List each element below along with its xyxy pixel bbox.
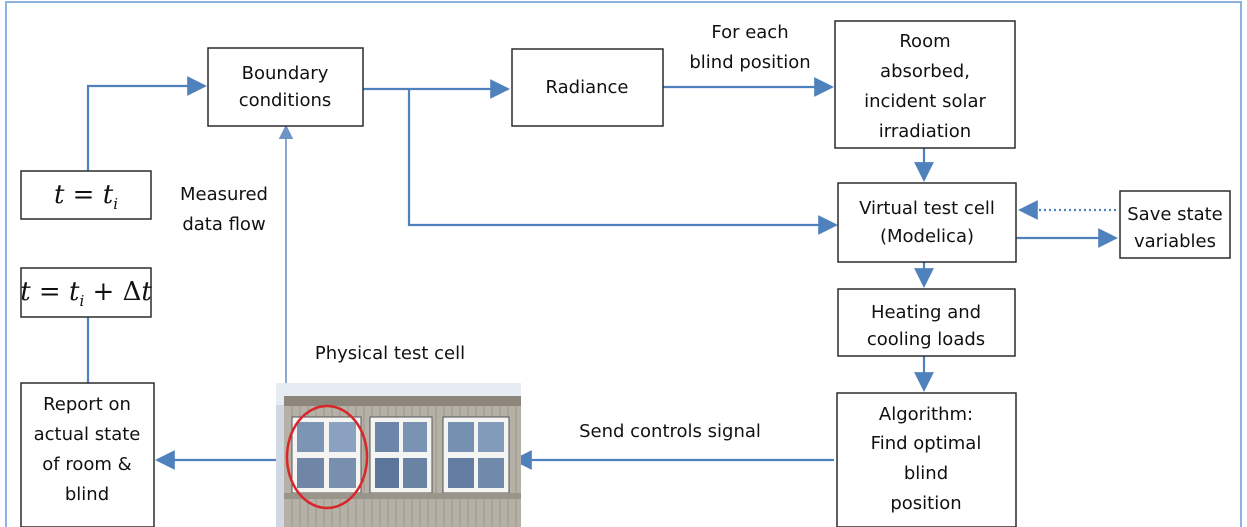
algorithm-line-2: Find optimal [871,433,982,454]
heating-line-1: Heating and [871,302,981,323]
photo-highlight-ellipse [285,404,369,510]
photo-window-middle [369,416,433,494]
arrow-start-to-boundary [86,76,207,171]
label-for-each-line-1: For each [711,22,788,43]
box-report: Report on actual state of room & blind [20,382,155,527]
algorithm-line-1: Algorithm: [879,404,973,425]
connectors [86,76,1118,470]
box-heating-cooling: Heating and cooling loads [837,288,1016,357]
box-algorithm: Algorithm: Find optimal blind position [836,392,1017,527]
box-virtual-test-cell: Virtual test cell (Modelica) [837,182,1017,263]
box-room-absorbed: Room absorbed, incident solar irradiatio… [834,20,1016,149]
virtual-line-2: (Modelica) [880,226,974,247]
save-line-2: variables [1134,231,1216,252]
room-line-2: absorbed, [880,61,970,82]
outer-frame [5,1,1242,527]
save-line-1: Save state [1127,204,1223,225]
box-save-state: Save state variables [1119,190,1231,259]
boundary-line-2: conditions [239,90,332,111]
report-line-2: actual state [34,424,141,445]
label-send-controls: Send controls signal [579,421,761,442]
report-line-3: of room & [42,454,131,475]
label-measured-line-1: Measured [180,184,268,205]
photo-window-left [291,416,362,494]
algorithm-line-3: blind [904,463,948,484]
arrow-boundary-to-virtual-cell [407,89,838,235]
label-measured-line-2: data flow [182,214,265,235]
radiance-label: Radiance [546,77,629,98]
algorithm-line-4: position [890,493,961,514]
room-line-3: incident solar [864,91,986,112]
virtual-line-1: Virtual test cell [859,198,995,219]
report-line-4: blind [65,484,109,505]
t-next-math: t = ti + Δt [20,277,152,310]
box-radiance: Radiance [511,48,664,127]
t-start-math: t = ti [54,180,118,213]
heating-line-2: cooling loads [867,329,985,350]
boundary-line-1: Boundary [242,63,329,84]
box-t-next: t = ti + Δt [20,267,152,318]
label-for-each-line-2: blind position [689,52,810,73]
report-line-1: Report on [43,394,131,415]
label-physical-test-cell: Physical test cell [315,343,465,364]
box-boundary-conditions: Boundary conditions [207,47,364,127]
room-line-1: Room [899,31,950,52]
box-t-start: t = ti [20,170,152,220]
photo-window-right [442,416,510,494]
room-line-4: irradiation [879,121,971,142]
physical-test-cell-photo [276,383,521,527]
